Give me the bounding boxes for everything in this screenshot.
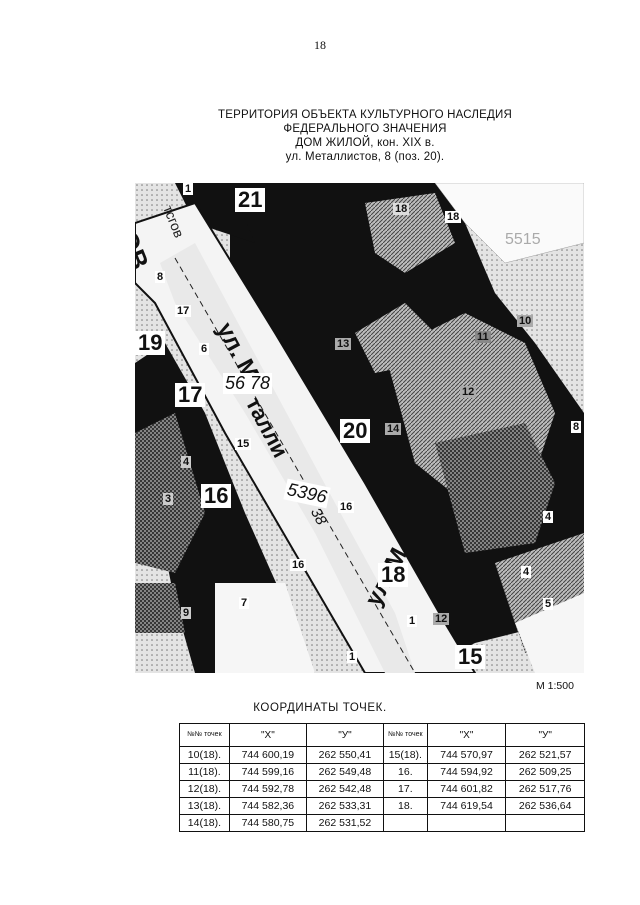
header-x: "X" bbox=[228, 723, 307, 747]
coordinates-table: №№ точек "X" "У" №№ точек "X" "У" 10(18)… bbox=[179, 723, 585, 832]
cell-y: 262 550,41 bbox=[305, 746, 385, 764]
block-label-15: 15 bbox=[455, 645, 486, 669]
cell-y: 262 509,25 bbox=[505, 763, 585, 781]
title-line-4: ул. Металлистов, 8 (поз. 20). bbox=[285, 151, 445, 163]
point-label: 11 bbox=[475, 331, 491, 343]
cell-point: 17. bbox=[383, 780, 428, 798]
header-point-number: №№ точек bbox=[179, 723, 230, 747]
cell-y: 262 521,57 bbox=[505, 746, 585, 764]
site-map: ГОВ тсгов ул. М талли ул. М 56 78 5396 3… bbox=[135, 183, 584, 673]
cell-point: 12(18). bbox=[179, 780, 230, 798]
map-scale: М 1:500 bbox=[536, 680, 574, 692]
table-row: 13(18). 744 582,36 262 533,31 18. 744 61… bbox=[179, 797, 585, 815]
cell-y: 262 533,31 bbox=[305, 797, 385, 815]
block-label-21: 21 bbox=[235, 188, 266, 212]
point-label: 14 bbox=[385, 423, 402, 435]
block-label-18: 18 bbox=[378, 563, 409, 587]
crosshatched-area-bottom-left bbox=[135, 583, 185, 633]
table-row: 14(18). 744 580,75 262 531,52 bbox=[179, 814, 585, 832]
cell-point: 15(18). bbox=[383, 746, 428, 764]
point-label: 7 bbox=[239, 597, 250, 609]
cell-point: 10(18). bbox=[179, 746, 230, 764]
point-label: 12 bbox=[433, 613, 450, 625]
cell-y: 262 542,48 bbox=[305, 780, 385, 798]
point-label: 4 bbox=[181, 456, 192, 468]
cadastral-number-1: 56 78 bbox=[223, 373, 273, 394]
point-label: 8 bbox=[155, 271, 166, 283]
block-label-16: 16 bbox=[201, 484, 232, 508]
crosshatched-area bbox=[435, 423, 555, 553]
faint-number: 5515 bbox=[505, 231, 541, 248]
cell-x: 744 582,36 bbox=[228, 797, 307, 815]
cell-y: 262 531,52 bbox=[305, 814, 385, 832]
table-row: 10(18). 744 600,19 262 550,41 15(18). 74… bbox=[179, 746, 585, 764]
point-label: 15 bbox=[235, 438, 252, 450]
table-row: 11(18). 744 599,16 262 549,48 16. 744 59… bbox=[179, 763, 585, 781]
point-label: 17 bbox=[175, 305, 192, 317]
cell-x: 744 592,78 bbox=[228, 780, 307, 798]
point-label: 1 bbox=[407, 615, 418, 627]
cell-point bbox=[383, 814, 428, 832]
cell-point: 18. bbox=[383, 797, 428, 815]
block-label-17: 17 bbox=[175, 383, 206, 407]
header-x-2: "X" bbox=[426, 723, 507, 747]
point-label: 12 bbox=[460, 386, 477, 398]
cell-x: 744 594,92 bbox=[426, 763, 507, 781]
cell-x: 744 570,97 bbox=[426, 746, 507, 764]
header-y-2: "У" bbox=[505, 723, 585, 747]
point-label: 9 bbox=[181, 607, 192, 619]
point-label: 13 bbox=[335, 338, 352, 350]
point-label: 1 bbox=[347, 651, 358, 663]
title-line-1: ТЕРРИТОРИЯ ОБЪЕКТА КУЛЬТУРНОГО НАСЛЕДИЯ bbox=[218, 109, 512, 121]
white-lot-bottom-right bbox=[515, 593, 584, 673]
cell-x: 744 600,19 bbox=[228, 746, 307, 764]
cell-x: 744 599,16 bbox=[228, 763, 307, 781]
page-number: 18 bbox=[314, 38, 326, 52]
block-label-19: 19 bbox=[135, 331, 166, 355]
point-label: 10 bbox=[517, 315, 534, 327]
point-label: 4 bbox=[543, 511, 554, 523]
cell-point: 13(18). bbox=[179, 797, 230, 815]
point-label: 16 bbox=[290, 559, 307, 571]
cell-x bbox=[426, 814, 507, 832]
street-carriageway bbox=[160, 243, 415, 673]
cell-y: 262 549,48 bbox=[305, 763, 385, 781]
cell-y bbox=[505, 814, 585, 832]
title-line-3: ДОМ ЖИЛОЙ, кон. XIX в. bbox=[295, 137, 435, 149]
point-label: 6 bbox=[199, 343, 210, 355]
block-label-20: 20 bbox=[340, 419, 371, 443]
table-title: КООРДИНАТЫ ТОЧЕК. bbox=[253, 702, 387, 714]
point-label: 16 bbox=[338, 501, 355, 513]
point-label: 3 bbox=[163, 493, 174, 505]
cell-point: 14(18). bbox=[179, 814, 230, 832]
title-line-2: ФЕДЕРАЛЬНОГО ЗНАЧЕНИЯ bbox=[283, 123, 447, 135]
header-point-number-2: №№ точек bbox=[383, 723, 428, 747]
hatched-building-18 bbox=[365, 193, 455, 273]
cell-x: 744 601,82 bbox=[426, 780, 507, 798]
table-row: 12(18). 744 592,78 262 542,48 17. 744 60… bbox=[179, 780, 585, 798]
cell-y: 262 536,64 bbox=[505, 797, 585, 815]
cell-point: 11(18). bbox=[179, 763, 230, 781]
cell-y: 262 517,76 bbox=[505, 780, 585, 798]
table-header-row: №№ точек "X" "У" №№ точек "X" "У" bbox=[179, 723, 585, 747]
cell-x: 744 580,75 bbox=[228, 814, 307, 832]
point-label: 18 bbox=[445, 211, 462, 223]
document-title: ТЕРРИТОРИЯ ОБЪЕКТА КУЛЬТУРНОГО НАСЛЕДИЯ … bbox=[200, 108, 530, 164]
cell-x: 744 619,54 bbox=[426, 797, 507, 815]
point-label: 1 bbox=[183, 183, 194, 195]
point-label: 5 bbox=[543, 598, 554, 610]
cell-point: 16. bbox=[383, 763, 428, 781]
point-label: 4 bbox=[521, 566, 532, 578]
header-y: "У" bbox=[305, 723, 385, 747]
point-label: 18 bbox=[393, 203, 410, 215]
point-label: 8 bbox=[571, 421, 582, 433]
site-map-drawing bbox=[135, 183, 584, 673]
